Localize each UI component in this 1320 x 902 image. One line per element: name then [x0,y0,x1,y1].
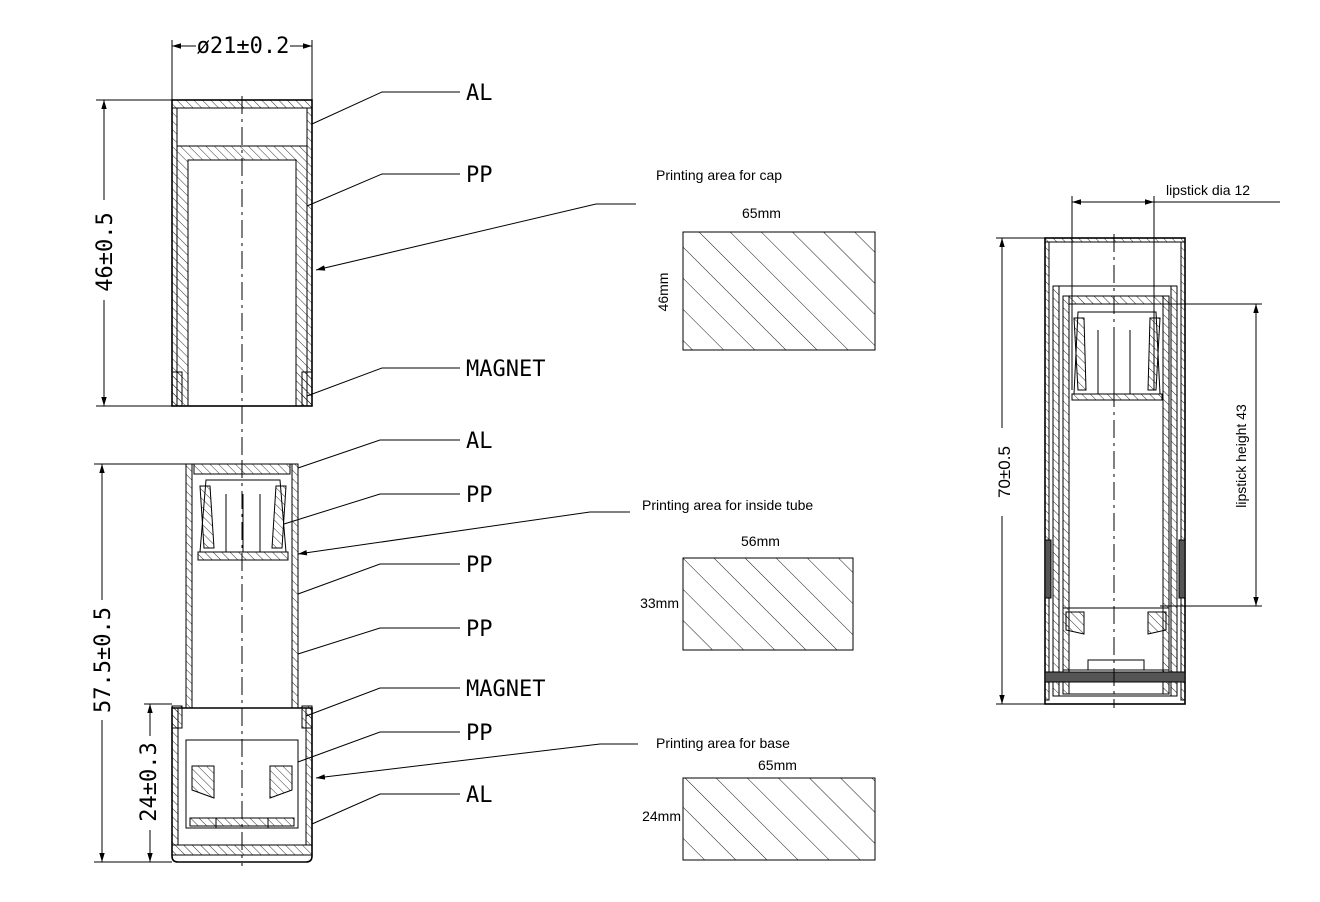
callout-base-pp-3: PP [466,617,493,642]
lipstick-dia-label: lipstick dia 12 [1166,182,1250,198]
printing-area-tube-label: Printing area for inside tube [642,497,813,513]
cap-height-dimension: 46±0.5 [93,99,172,407]
cap-callouts: AL PP MAGNET [306,81,545,397]
printing-area-base-height: 24mm [642,808,681,824]
lipstick-height-label: lipstick height 43 [1233,404,1249,508]
cap-drawing [171,96,313,470]
printing-area-tube: Printing area for inside tube 56mm 33mm [297,497,854,651]
callout-cap-magnet: MAGNET [466,357,545,382]
lipstick-dia-dimension: lipstick dia 12 [1071,182,1280,390]
printing-area-base-label: Printing area for base [656,735,790,751]
assembled-height-dimension: 70±0.5 [995,237,1045,705]
callout-base-pp-4: PP [466,721,493,746]
callout-cap-pp: PP [466,163,493,188]
base-height-label: 57.5±0.5 [91,607,116,713]
printing-area-cap-label: Printing area for cap [656,167,782,183]
callout-base-al-2: AL [466,783,493,808]
cap-diameter-label: ø21±0.2 [197,34,290,59]
printing-area-cap: Printing area for cap 65mm 46mm [315,167,876,351]
assembled-height-label: 70±0.5 [995,446,1014,498]
printing-area-tube-width: 56mm [741,533,780,549]
base-lower-height-label: 24±0.3 [137,742,162,821]
printing-area-cap-width: 65mm [742,205,781,221]
callout-base-pp-1: PP [466,483,493,508]
printing-area-cap-height: 46mm [655,273,671,312]
base-lower-height-dimension: 24±0.3 [137,703,172,862]
printing-area-base-width: 65mm [758,757,797,773]
cap-height-label: 46±0.5 [93,212,118,291]
base-drawing [171,460,313,866]
lipstick-height-dimension: lipstick height 43 [1160,303,1262,607]
assembled-drawing [1044,234,1186,708]
cap-diameter-dimension: ø21±0.2 [171,34,313,100]
callout-base-pp-2: PP [466,553,493,578]
printing-area-tube-height: 33mm [640,595,679,611]
callout-cap-al: AL [466,81,493,106]
callout-base-al-1: AL [466,429,493,454]
base-callouts: AL PP PP PP MAGNET PP AL [283,429,545,825]
printing-area-base: Printing area for base 65mm 24mm [315,735,876,861]
callout-base-magnet: MAGNET [466,677,545,702]
base-height-dimension: 57.5±0.5 [91,463,186,863]
